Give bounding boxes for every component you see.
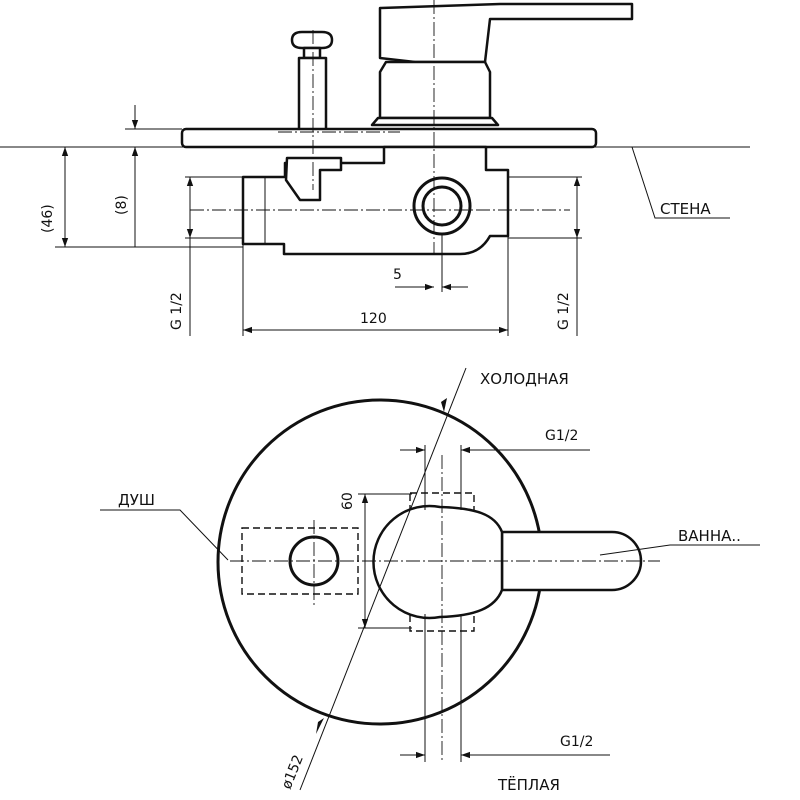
wall-leader [631, 146, 730, 219]
handle-body [378, 2, 634, 64]
dim-g-right-label: G 1/2 [556, 292, 572, 330]
bath-leader [599, 544, 760, 556]
dim-g-left-label: G 1/2 [169, 292, 185, 330]
g-bottom-label: G1/2 [560, 734, 593, 750]
wall-label: СТЕНА [660, 200, 711, 218]
bath-label: ВАННА.. [678, 527, 741, 545]
diameter-leader [299, 367, 467, 791]
shower-leader [100, 509, 229, 561]
dim-60-label: 60 [340, 492, 356, 510]
top-view: ХОЛОДНАЯ ТЁПЛАЯ ДУШ ВАННА.. G1/2 G1/2 60… [100, 367, 760, 794]
handle-hub-top [372, 504, 504, 620]
side-view: СТЕНА (46) (8) G 1/2 G 1/2 5 120 [0, 0, 750, 336]
dim-120-label: 120 [360, 311, 387, 327]
dim-152-label: ø152 [279, 753, 307, 792]
diverter-port [284, 156, 343, 202]
diameter-arrow-upper [441, 398, 447, 412]
diverter-knob [290, 30, 334, 50]
diverter-stem [297, 56, 328, 132]
diameter-arrow-lower [316, 718, 324, 734]
dim-46-label: (46) [40, 204, 56, 233]
diverter-stem-neck [302, 46, 322, 60]
outlet-ring-inner [421, 185, 463, 227]
dim-5-label: 5 [393, 267, 402, 283]
cold-label: ХОЛОДНАЯ [480, 370, 569, 388]
handle-base [370, 116, 500, 127]
warm-label: ТЁПЛАЯ [497, 775, 560, 794]
shower-label: ДУШ [118, 491, 155, 509]
dim-8-label: (8) [114, 195, 130, 215]
g-top-label: G1/2 [545, 428, 578, 444]
handle-neck [378, 60, 492, 120]
